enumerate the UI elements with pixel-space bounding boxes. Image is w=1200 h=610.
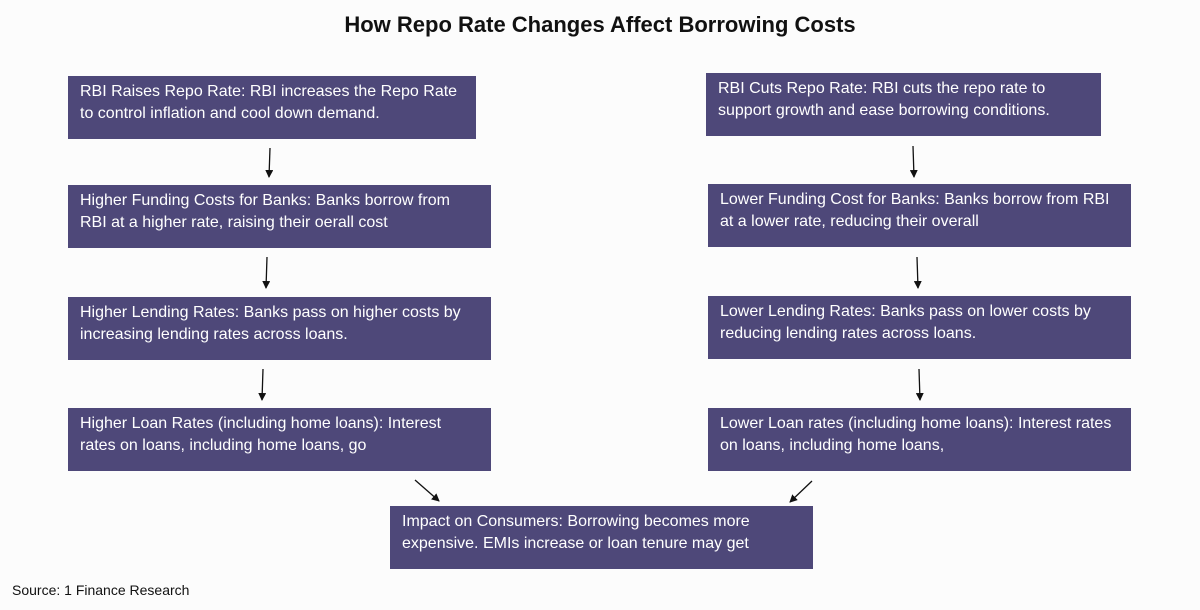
arrow-right-to-outcome	[789, 480, 813, 503]
left-step-higher-lending-rates: Higher Lending Rates: Banks pass on high…	[68, 297, 491, 360]
arrow-left-to-outcome	[414, 479, 440, 502]
arrow-left-1	[265, 147, 274, 178]
arrow-left-3	[258, 368, 267, 401]
right-step-lower-funding-cost: Lower Funding Cost for Banks: Banks borr…	[708, 184, 1131, 247]
source-note: Source: 1 Finance Research	[12, 582, 190, 598]
right-step-lower-loan-rates: Lower Loan rates (including home loans):…	[708, 408, 1131, 471]
left-step-raise-repo-rate: RBI Raises Repo Rate: RBI increases the …	[68, 76, 476, 139]
arrow-right-1	[909, 145, 918, 178]
right-step-cut-repo-rate: RBI Cuts Repo Rate: RBI cuts the repo ra…	[706, 73, 1101, 136]
arrow-left-2	[262, 256, 271, 289]
arrow-right-2	[913, 256, 922, 289]
diagram-title: How Repo Rate Changes Affect Borrowing C…	[344, 12, 856, 37]
outcome-impact-on-consumers: Impact on Consumers: Borrowing becomes m…	[390, 506, 813, 569]
left-step-higher-loan-rates: Higher Loan Rates (including home loans)…	[68, 408, 491, 471]
right-step-lower-lending-rates: Lower Lending Rates: Banks pass on lower…	[708, 296, 1131, 359]
left-step-higher-funding-costs: Higher Funding Costs for Banks: Banks bo…	[68, 185, 491, 248]
arrow-right-3	[915, 368, 924, 401]
